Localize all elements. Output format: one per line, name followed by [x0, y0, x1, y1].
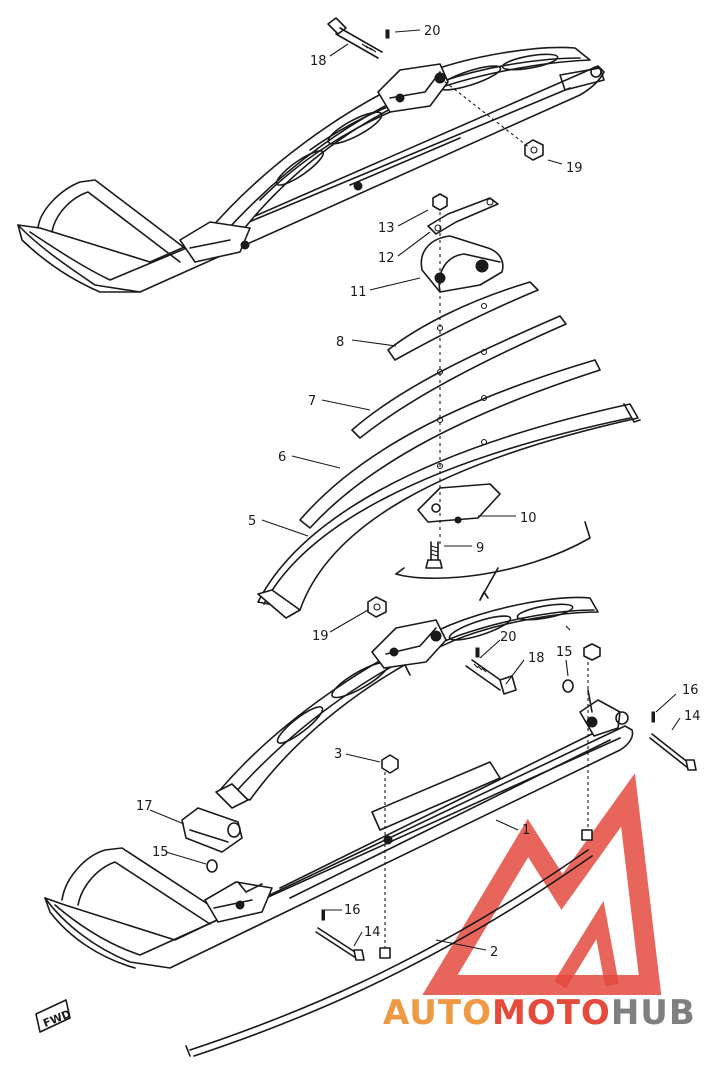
callout-18-top: 18	[310, 54, 327, 69]
callout-16-right: 16	[682, 683, 699, 698]
part-15-collar-left	[206, 859, 218, 873]
callout-3: 3	[334, 747, 342, 762]
fwd-direction-mark: FWD	[35, 999, 73, 1033]
top-ski-blade	[17, 65, 605, 293]
part-17-clamp	[181, 807, 243, 853]
callout-10: 10	[520, 511, 537, 526]
callout-19-bottom: 19	[312, 629, 329, 644]
callout-8: 8	[336, 335, 344, 350]
part-11-saddle-bracket	[420, 235, 504, 293]
callout-14-right: 14	[684, 709, 701, 724]
bottom-bolt-18	[465, 659, 517, 695]
callout-9: 9	[476, 541, 484, 556]
part-8-leaf-spring	[387, 281, 539, 361]
callout-16-left: 16	[344, 903, 361, 918]
callout-7: 7	[308, 394, 316, 409]
bottom-ski-spring	[219, 596, 599, 801]
bottom-ski-assembly	[44, 596, 634, 969]
bottom-washer-20	[475, 647, 480, 658]
callout-13: 13	[378, 221, 395, 236]
top-bolt-18	[327, 17, 383, 59]
part-16-pin-right	[651, 711, 655, 723]
part-12-stopper-plate	[427, 197, 499, 235]
leader-lines	[149, 29, 681, 951]
part-15-collar-right	[562, 679, 574, 693]
bottom-ski-handle	[61, 847, 221, 913]
part-10-plate	[417, 483, 501, 524]
bottom-ski-blade	[44, 725, 634, 969]
part-front-nut	[565, 625, 601, 661]
callout-1: 1	[522, 823, 530, 838]
part-3-nut	[381, 754, 399, 774]
part-2-runner-wear-bar	[185, 849, 593, 1057]
part-9-bolt	[425, 541, 443, 569]
part-14-bolt-left	[315, 927, 365, 961]
callout-15-left: 15	[152, 845, 169, 860]
callout-18-bottom: 18	[528, 651, 545, 666]
callout-2: 2	[490, 945, 498, 960]
callout-20-bottom: 20	[500, 630, 517, 645]
callout-17: 17	[136, 799, 153, 814]
watermark-hub: HUB	[611, 993, 696, 1033]
top-nut-19	[524, 139, 544, 161]
bottom-nut-19	[367, 596, 387, 618]
callout-20-top: 20	[424, 24, 441, 39]
callout-15-right: 15	[556, 645, 573, 660]
top-ski-bracket	[377, 63, 449, 113]
top-ski-handle	[37, 179, 191, 253]
group-brace	[395, 521, 591, 580]
top-ski-assembly	[17, 46, 605, 293]
callout-14-left: 14	[364, 925, 381, 940]
part-5-main-leaf-spring	[257, 403, 641, 619]
watermark-logo-mark	[422, 773, 662, 995]
callout-19-top: 19	[566, 161, 583, 176]
watermark-moto: MOTO	[492, 993, 611, 1033]
callout-6: 6	[278, 450, 286, 465]
callout-11: 11	[350, 285, 367, 300]
part-16-pin-left	[321, 909, 325, 921]
callout-5: 5	[248, 514, 256, 529]
callout-12: 12	[378, 251, 395, 266]
watermark: AUTOMOTOHUB	[383, 993, 696, 1033]
watermark-text: AUTOMOTOHUB	[383, 993, 696, 1033]
top-washer-20	[385, 29, 390, 39]
watermark-auto: AUTO	[383, 993, 492, 1033]
part-14-bolt-right	[649, 733, 697, 771]
callout-numbers: 20 18 19 13 12 11 8 7 6 5 10 9 19 20 18 …	[136, 24, 701, 960]
part-13-nut	[432, 193, 448, 211]
bottom-ski-bracket	[371, 619, 447, 669]
